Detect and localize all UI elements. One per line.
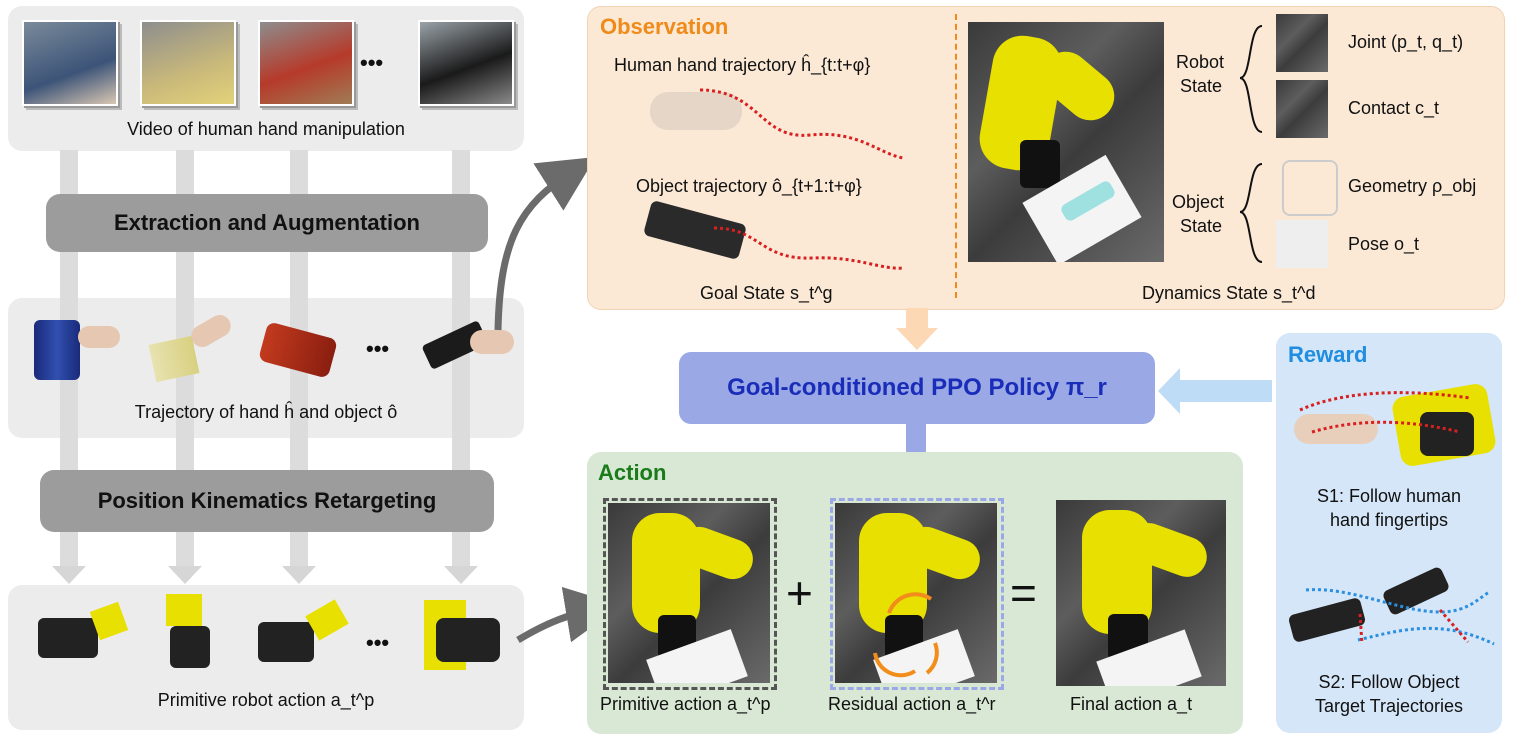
hand-1 — [78, 326, 120, 348]
connector-bar-4 — [452, 150, 470, 570]
dynamics-state-label: Dynamics State s_t^d — [1142, 283, 1316, 303]
robot-ellipsis: ••• — [366, 630, 390, 655]
robot-hand-4 — [436, 618, 500, 662]
video-caption: Video of human hand manipulation — [127, 119, 405, 139]
pose-label: Pose o_t — [1348, 234, 1420, 254]
robot-hand-1 — [38, 618, 98, 658]
extraction-augmentation-label: Extraction and Augmentation — [46, 194, 488, 252]
video-frame-3 — [258, 20, 354, 106]
action-title: Action — [598, 460, 667, 485]
reward-hand — [1294, 414, 1378, 444]
equals-sign: = — [1010, 567, 1037, 619]
joint-thumb — [1276, 14, 1328, 72]
video-frame-2 — [140, 20, 236, 106]
robot-wrist-2 — [166, 594, 202, 626]
robot-hand-3 — [258, 622, 314, 662]
observation-divider — [955, 14, 957, 298]
robot-state-label-line2: State — [1180, 76, 1223, 96]
object-can — [34, 320, 80, 380]
residual-action-scene — [835, 503, 997, 683]
geometry-label: Geometry ρ_obj — [1348, 176, 1477, 196]
video-frame-1 — [22, 20, 118, 106]
contact-thumb — [1276, 80, 1328, 138]
reward-s2-line2: Target Trajectories — [1314, 696, 1464, 716]
geometry-thumb — [1282, 160, 1338, 216]
pose-thumb — [1276, 220, 1328, 268]
goal-state-label: Goal State s_t^g — [700, 283, 833, 303]
trajectory-ellipsis: ••• — [366, 336, 390, 361]
reward-robot-gripper — [1420, 412, 1474, 456]
robot-state-label-line1: Robot — [1176, 52, 1225, 72]
residual-action-frame — [830, 498, 1004, 690]
object-state-label-line1: Object — [1172, 192, 1225, 212]
video-ellipsis: ••• — [360, 50, 384, 75]
primitive-action-frame — [603, 498, 777, 690]
residual-action-label: Residual action a_t^r — [828, 694, 996, 714]
joint-label: Joint (p_t, q_t) — [1348, 32, 1464, 52]
video-frame-4 — [418, 20, 514, 106]
residual-rotation-arrows — [873, 592, 939, 678]
reward-s2-line1: S2: Follow Object — [1318, 672, 1460, 692]
observation-title: Observation — [600, 14, 729, 39]
contact-label: Contact c_t — [1348, 98, 1440, 118]
object-trajectory-label: Object trajectory ô_{t+1:t+φ} — [636, 176, 862, 196]
reward-s1-line2: hand fingertips — [1329, 510, 1449, 530]
robot-gripper — [1020, 140, 1060, 188]
trajectory-panel — [8, 298, 524, 438]
dynamics-scene — [968, 22, 1164, 262]
final-action-label: Final action a_t — [1070, 694, 1193, 714]
hand-trajectory-label: Human hand trajectory ĥ_{t:t+φ} — [614, 55, 871, 75]
reward-s1-line1: S1: Follow human — [1316, 486, 1462, 506]
robot-hand-2 — [170, 626, 210, 668]
trajectory-caption: Trajectory of hand ĥ and object ô — [134, 402, 398, 422]
ppo-policy-box: Goal-conditioned PPO Policy π_r — [679, 352, 1155, 424]
reward-title: Reward — [1288, 342, 1368, 367]
primitive-action-scene — [608, 503, 770, 683]
primitive-action-label: Primitive action a_t^p — [600, 694, 771, 714]
retargeting-label: Position Kinematics Retargeting — [40, 470, 494, 532]
plus-sign: + — [786, 567, 813, 619]
robot-action-caption: Primitive robot action a_t^p — [157, 690, 375, 710]
final-action-scene — [1056, 500, 1226, 686]
hand-3 — [470, 330, 514, 354]
object-state-label-line2: State — [1180, 216, 1223, 236]
ghost-hand — [650, 92, 742, 130]
